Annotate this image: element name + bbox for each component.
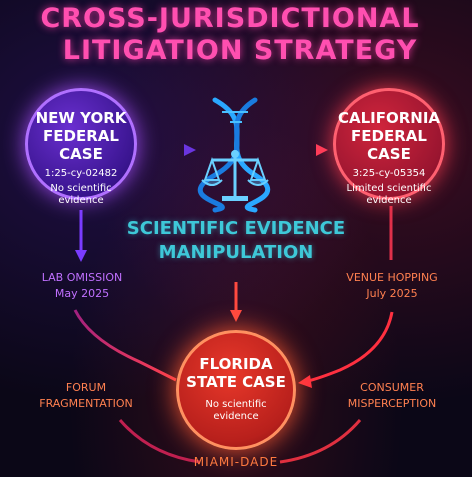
- ny-note-line-2: evidence: [58, 195, 104, 206]
- node-new-york: NEW YORK FEDERAL CASE 1:25-cy-02482 No s…: [25, 88, 137, 206]
- fl-note-line-2: evidence: [213, 411, 259, 422]
- ca-name-line-2: FEDERAL CASE: [351, 127, 427, 163]
- ca-note-line-2: evidence: [366, 195, 412, 206]
- center-title-line-1: SCIENTIFIC EVIDENCE: [126, 218, 346, 239]
- dna-scales-icon: [197, 97, 271, 213]
- node-florida: FLORIDA STATE CASE No scientific evidenc…: [176, 330, 296, 450]
- consumer-misperception-line-1: CONSUMER: [360, 381, 424, 394]
- center-title-line-2: MANIPULATION: [158, 242, 314, 263]
- title-line-1: CROSS-JURISDICTIONAL: [40, 3, 420, 34]
- arrowhead-ny-down: [75, 250, 87, 262]
- arrowhead-ny-to-center: [184, 144, 196, 156]
- fl-name-line-2: STATE CASE: [186, 373, 286, 391]
- curve-bottom-left: [118, 419, 201, 464]
- arrowhead-center-to-fl: [230, 310, 242, 322]
- ny-name-line-2: FEDERAL CASE: [43, 127, 119, 163]
- label-venue-hopping: VENUE HOPPING July 2025: [336, 270, 448, 302]
- label-lab-omission: LAB OMISSION May 2025: [28, 270, 136, 302]
- label-forum-fragmentation: FORUM FRAGMENTATION: [28, 380, 144, 412]
- ny-name-line-1: NEW YORK: [35, 109, 127, 127]
- center-title: SCIENTIFIC EVIDENCE MANIPULATION: [100, 217, 372, 265]
- ny-case-number: 1:25-cy-02482: [44, 168, 118, 179]
- curve-lab-to-fl: [73, 309, 177, 382]
- forum-fragmentation-line-2: FRAGMENTATION: [39, 397, 133, 410]
- ca-name-line-1: CALIFORNIA: [337, 109, 441, 127]
- label-consumer-misperception: CONSUMER MISPERCEPTION: [334, 380, 450, 412]
- fl-name-line-1: FLORIDA: [199, 355, 273, 373]
- fl-note-line-1: No scientific: [205, 399, 267, 410]
- arrowhead-center-to-ca: [316, 144, 328, 156]
- lab-omission-line-1: LAB OMISSION: [41, 271, 123, 284]
- curve-venue-to-fl: [307, 311, 394, 383]
- ca-note-line-1: Limited scientific: [346, 183, 432, 194]
- ny-note-line-1: No scientific: [50, 183, 112, 194]
- venue-hopping-line-1: VENUE HOPPING: [346, 271, 438, 284]
- florida-location-label: MIAMI-DADE: [193, 455, 279, 469]
- lab-omission-line-2: May 2025: [54, 287, 110, 300]
- forum-fragmentation-line-1: FORUM: [65, 381, 107, 394]
- node-california: CALIFORNIA FEDERAL CASE 3:25-cy-05354 Li…: [333, 88, 445, 206]
- consumer-misperception-line-2: MISPERCEPTION: [347, 397, 437, 410]
- title-line-2: LITIGATION STRATEGY: [62, 35, 418, 66]
- arrowhead-venue-to-fl: [298, 375, 312, 388]
- venue-hopping-line-2: July 2025: [366, 287, 418, 300]
- curve-bottom-right: [279, 419, 362, 464]
- ca-case-number: 3:25-cy-05354: [352, 168, 426, 179]
